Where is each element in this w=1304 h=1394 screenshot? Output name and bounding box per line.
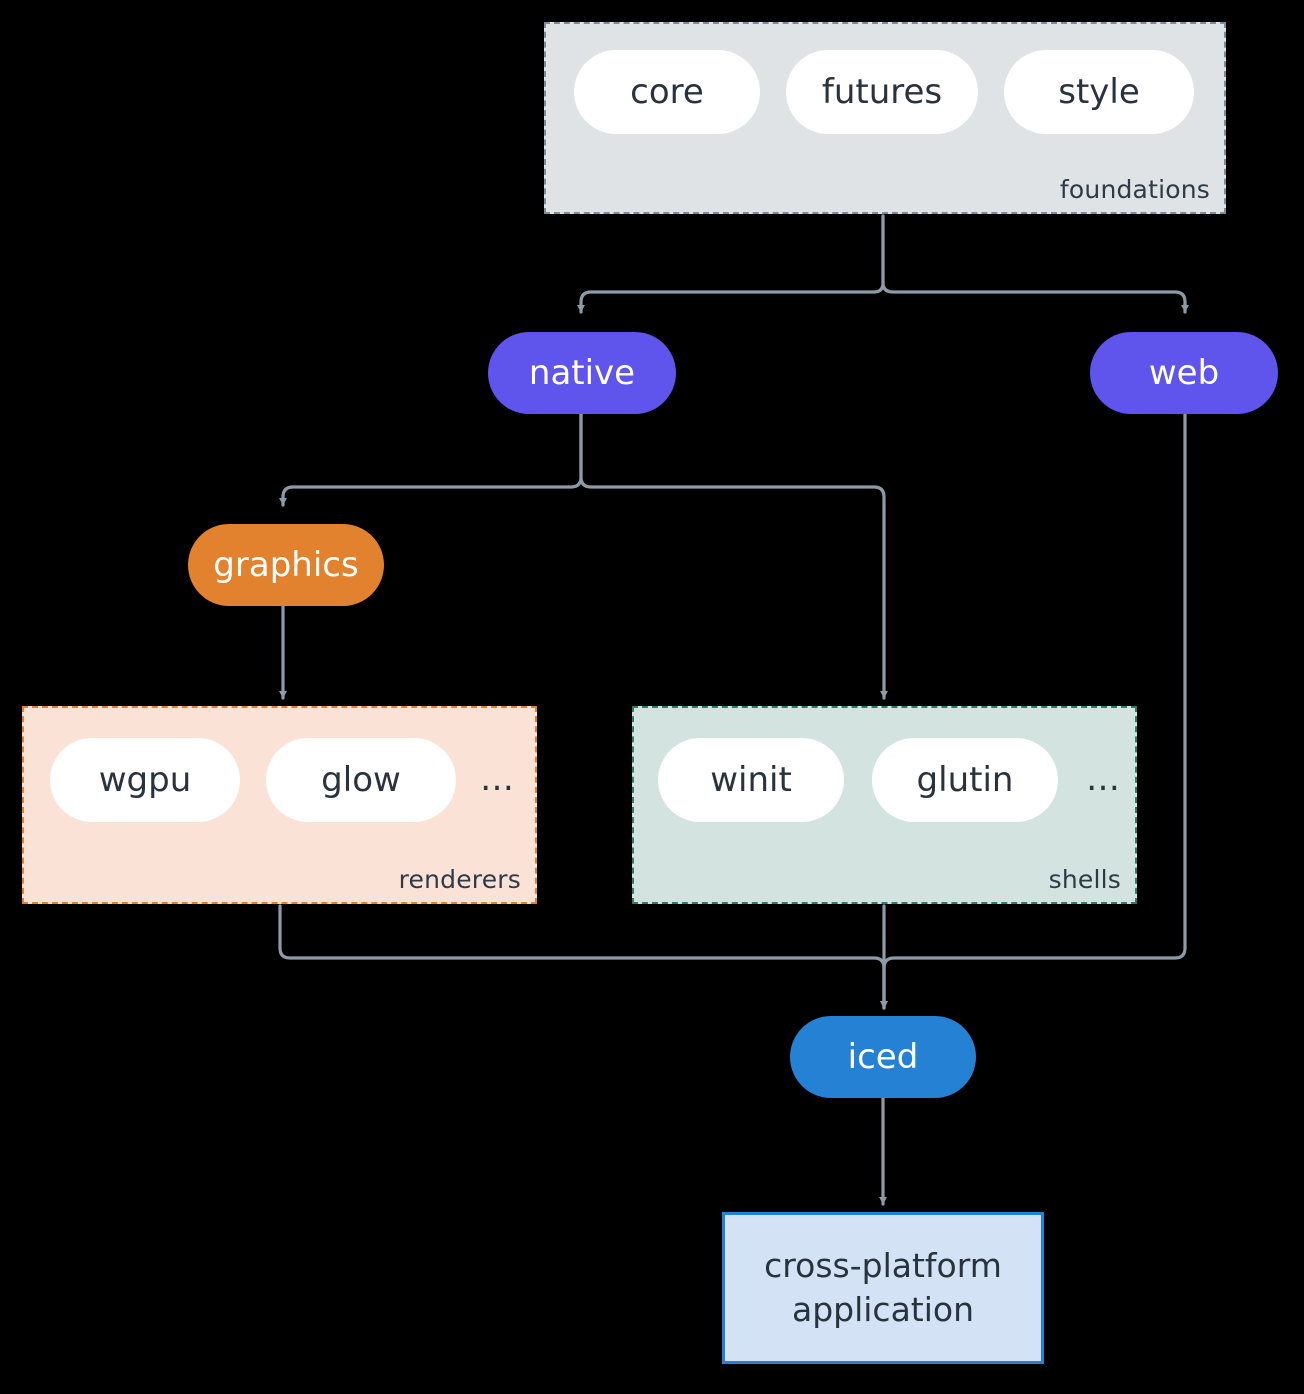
node-graphics-label: graphics (213, 545, 359, 585)
node-shells-more: … (1086, 759, 1120, 799)
cluster-label-foundations: foundations (1059, 175, 1210, 204)
node-core[interactable]: core (574, 50, 760, 134)
cluster-label-shells: shells (1048, 865, 1121, 894)
edge-foundations-native (577, 214, 885, 314)
edge-native-graphics (279, 412, 583, 507)
node-winit[interactable]: winit (658, 738, 844, 822)
node-glow-label: glow (321, 760, 401, 800)
node-glow[interactable]: glow (266, 738, 456, 822)
node-style-label: style (1058, 72, 1140, 112)
node-style[interactable]: style (1004, 50, 1194, 134)
node-futures[interactable]: futures (786, 50, 978, 134)
node-native[interactable]: native (488, 332, 676, 414)
edge-renderers-iced (278, 904, 888, 1010)
node-graphics[interactable]: graphics (188, 524, 384, 606)
node-web[interactable]: web (1090, 332, 1278, 414)
edge-native-shells (579, 412, 888, 700)
node-glutin-label: glutin (916, 760, 1014, 800)
edge-foundations-web (881, 214, 1189, 314)
node-futures-label: futures (821, 72, 943, 112)
node-application[interactable]: cross-platform application (722, 1212, 1044, 1364)
node-renderers-more: … (480, 759, 514, 799)
cluster-label-renderers: renderers (398, 865, 521, 894)
node-iced[interactable]: iced (790, 1016, 976, 1098)
node-application-label-line1: cross-platform (764, 1246, 1002, 1286)
node-core-label: core (630, 72, 704, 112)
node-winit-label: winit (710, 760, 792, 800)
node-wgpu[interactable]: wgpu (50, 738, 240, 822)
node-native-label: native (528, 353, 636, 393)
node-wgpu-label: wgpu (98, 760, 192, 800)
node-glutin[interactable]: glutin (872, 738, 1058, 822)
node-application-label-line2: application (791, 1290, 975, 1329)
node-iced-label: iced (847, 1037, 919, 1077)
node-web-label: web (1148, 353, 1220, 393)
